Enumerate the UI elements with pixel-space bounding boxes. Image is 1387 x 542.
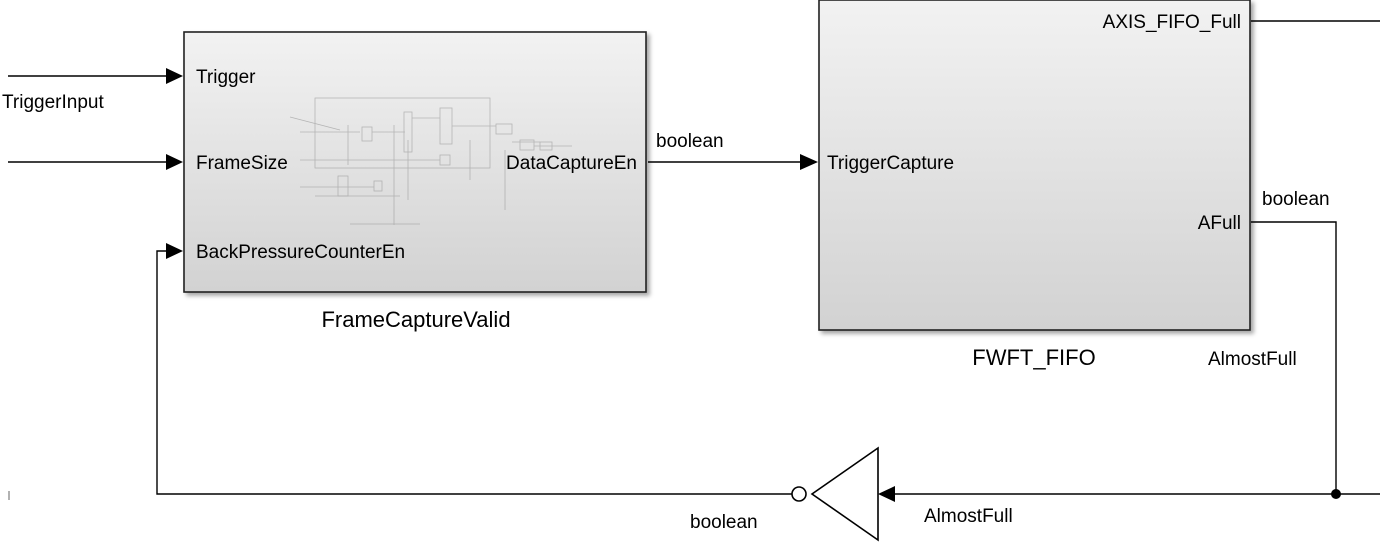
inverter-bubble <box>791 486 807 502</box>
port-frame-size-label: FrameSize <box>196 153 288 174</box>
wire-back-pressure-feedback[interactable] <box>156 243 792 495</box>
port-trigger-capture-label: TriggerCapture <box>827 153 954 174</box>
frame-capture-valid-block[interactable]: Trigger FrameSize BackPressureCounterEn … <box>183 31 647 293</box>
frame-capture-valid-block-name[interactable]: FrameCaptureValid <box>321 307 510 332</box>
port-trigger-label: Trigger <box>196 67 256 88</box>
signal-data-capture-type-label: boolean <box>656 131 724 152</box>
port-axis-fifo-full-label: AXIS_FIFO_Full <box>1103 12 1241 33</box>
signal-almost-full-label: AlmostFull <box>1208 349 1297 370</box>
branch-point <box>1331 489 1341 499</box>
wire-data-capture-en[interactable] <box>648 154 818 170</box>
signal-afull-type-label: boolean <box>1262 189 1330 210</box>
fwft-fifo-block-name[interactable]: FWFT_FIFO <box>972 345 1095 370</box>
port-data-capture-en-label: DataCaptureEn <box>506 153 637 174</box>
signal-not-output-type-label: boolean <box>690 512 758 533</box>
signal-not-input-label: AlmostFull <box>924 506 1013 527</box>
wire-almost-full[interactable] <box>878 221 1380 502</box>
port-back-pressure-counter-en-label: BackPressureCounterEn <box>196 242 405 263</box>
signal-trigger-input-label: TriggerInput <box>2 92 104 113</box>
fwft-fifo-block[interactable]: AXIS_FIFO_Full TriggerCapture AFull <box>818 0 1251 331</box>
wire-frame-size[interactable] <box>8 154 183 170</box>
subsystem-preview-thumbnail <box>289 97 572 225</box>
not-gate-block[interactable] <box>791 446 879 542</box>
port-afull-label: AFull <box>1198 213 1241 234</box>
wire-trigger-input[interactable] <box>8 68 183 84</box>
